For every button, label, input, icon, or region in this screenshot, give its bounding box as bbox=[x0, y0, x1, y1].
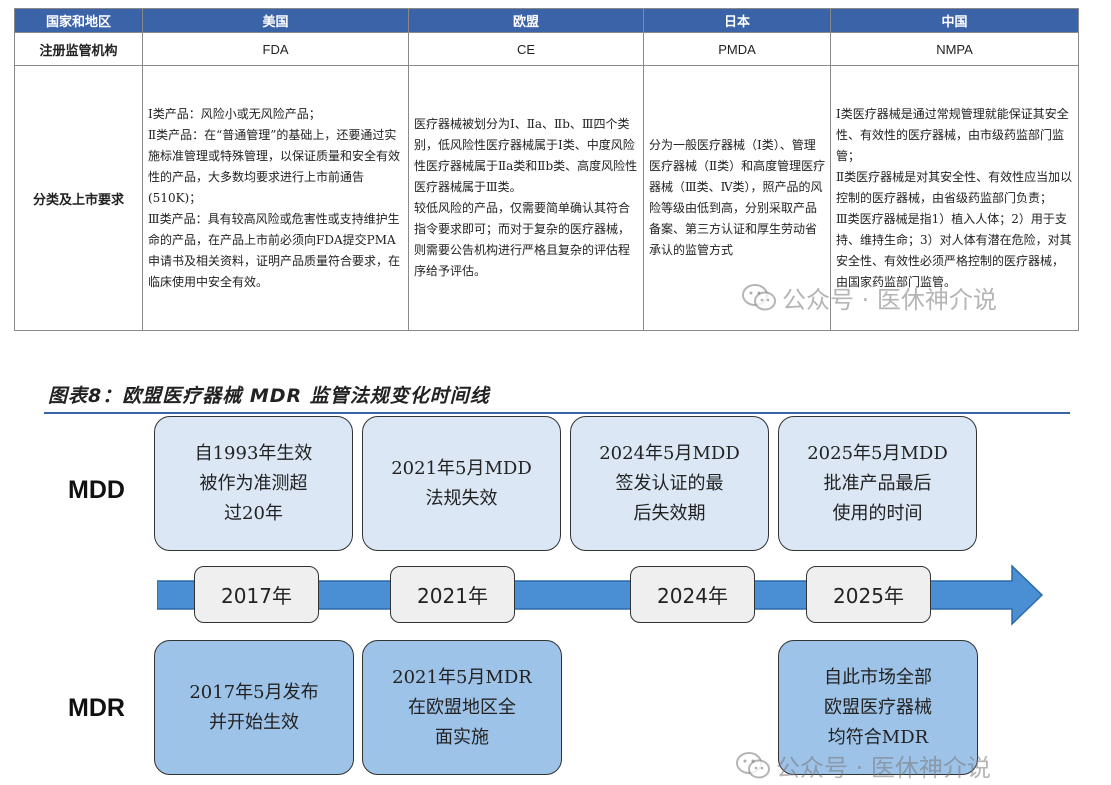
year-2021: 2021年 bbox=[390, 566, 515, 623]
mdd-milestone-2: 2021年5月MDD 法规失效 bbox=[362, 416, 561, 551]
mdr-milestone-3: 自此市场全部 欧盟医疗器械 均符合MDR bbox=[778, 640, 978, 775]
mdd-milestone-3: 2024年5月MDD 签发认证的最 后失效期 bbox=[570, 416, 769, 551]
header-us: 美国 bbox=[142, 8, 409, 33]
table-row: 注册监管机构 FDA CE PMDA NMPA bbox=[14, 32, 1079, 66]
year-2017: 2017年 bbox=[194, 566, 319, 623]
header-japan: 日本 bbox=[643, 8, 831, 33]
figure-title: 图表8：欧盟医疗器械 MDR 监管法规变化时间线 bbox=[48, 385, 490, 407]
table-header-row: 国家和地区 美国 欧盟 日本 中国 bbox=[14, 8, 1079, 33]
watermark-top: 公众号 · 医休神介说 bbox=[742, 280, 997, 315]
requirement-japan: 分为一般医疗器械（Ⅰ类）、管理医疗器械（Ⅱ类）和高度管理医疗器械（Ⅲ类、Ⅳ类），… bbox=[643, 65, 831, 331]
wechat-icon bbox=[742, 283, 776, 310]
year-2025: 2025年 bbox=[806, 566, 931, 623]
agency-china: NMPA bbox=[830, 32, 1079, 66]
watermark-text: 公众号 · 医休神介说 bbox=[776, 754, 991, 782]
requirement-eu: 医疗器械被划分为Ⅰ、Ⅱa、Ⅱb、Ⅲ四个类别，低风险性医疗器械属于Ⅰ类、中度风险性… bbox=[408, 65, 644, 331]
mdr-milestone-2: 2021年5月MDR 在欧盟地区全 面实施 bbox=[362, 640, 562, 775]
watermark-text: 公众号 · 医休神介说 bbox=[782, 286, 997, 314]
agency-japan: PMDA bbox=[643, 32, 831, 66]
watermark-bottom: 公众号 · 医休神介说 bbox=[736, 748, 991, 783]
mdd-milestone-4: 2025年5月MDD 批准产品最后 使用的时间 bbox=[778, 416, 977, 551]
regulation-comparison-table: 国家和地区 美国 欧盟 日本 中国 注册监管机构 FDA CE PMDA NMP… bbox=[14, 8, 1079, 331]
mdr-milestone-1: 2017年5月发布 并开始生效 bbox=[154, 640, 354, 775]
mdd-label: MDD bbox=[68, 476, 125, 504]
header-region: 国家和地区 bbox=[14, 8, 143, 33]
requirement-row-label: 分类及上市要求 bbox=[14, 65, 143, 331]
wechat-icon bbox=[736, 751, 770, 778]
requirement-us: Ⅰ类产品：风险小或无风险产品； Ⅱ类产品：在“普通管理”的基础上，还要通过实施标… bbox=[142, 65, 409, 331]
requirement-china: Ⅰ类医疗器械是通过常规管理就能保证其安全性、有效性的医疗器械，由市级药监部门监管… bbox=[830, 65, 1079, 331]
table-row: 分类及上市要求 Ⅰ类产品：风险小或无风险产品； Ⅱ类产品：在“普通管理”的基础上… bbox=[14, 65, 1079, 331]
agency-row-label: 注册监管机构 bbox=[14, 32, 143, 66]
year-2024: 2024年 bbox=[630, 566, 755, 623]
mdr-label: MDR bbox=[68, 694, 125, 722]
header-china: 中国 bbox=[830, 8, 1079, 33]
agency-us: FDA bbox=[142, 32, 409, 66]
mdd-milestone-1: 自1993年生效 被作为准测超 过20年 bbox=[154, 416, 353, 551]
header-eu: 欧盟 bbox=[408, 8, 644, 33]
figure-divider bbox=[44, 412, 1070, 414]
agency-eu: CE bbox=[408, 32, 644, 66]
